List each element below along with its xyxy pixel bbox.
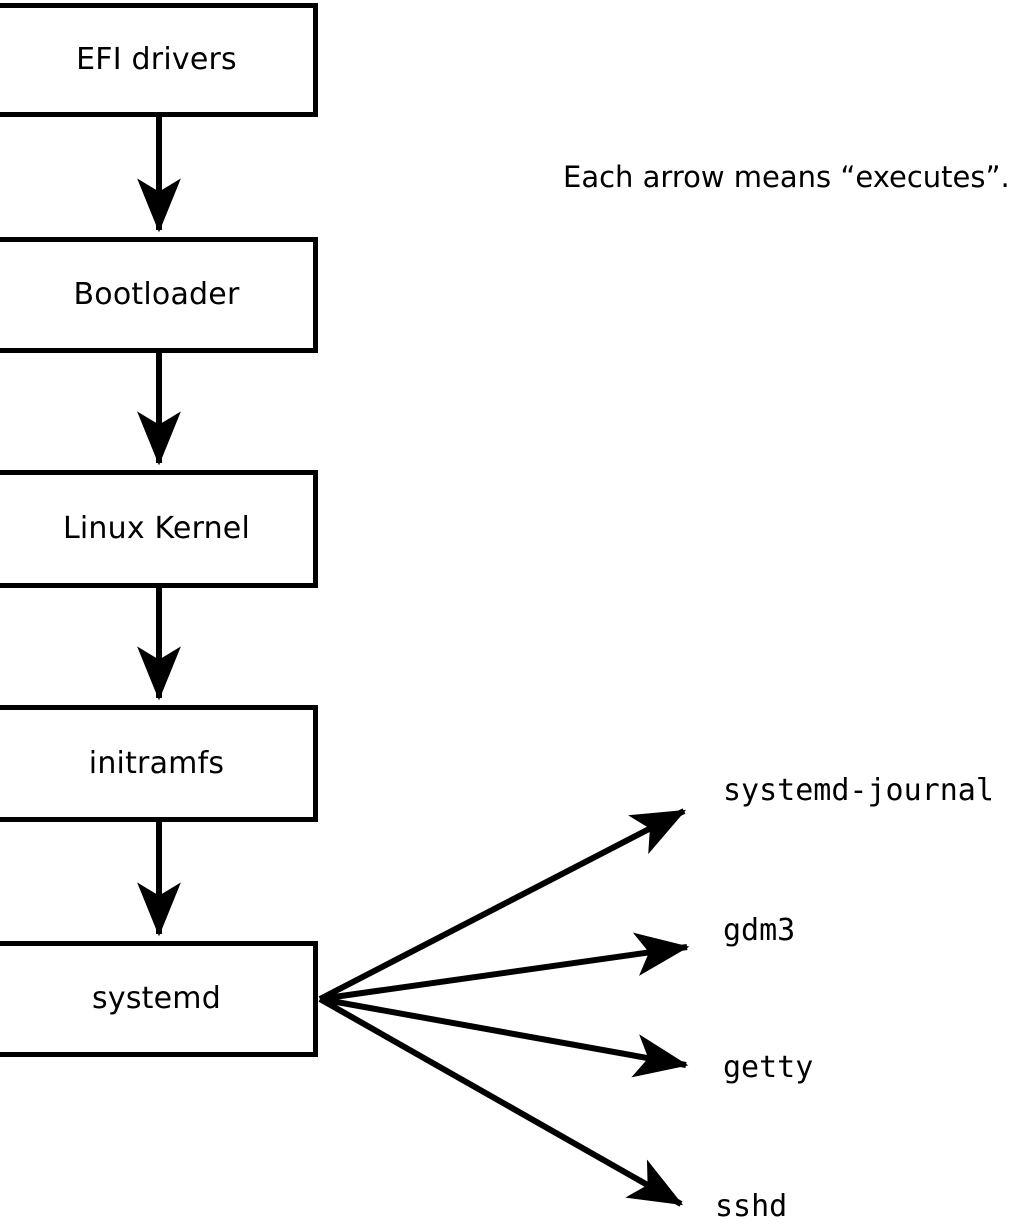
fanout-arrow-getty bbox=[319, 996, 689, 1078]
fanout-arrow-sshd bbox=[318, 996, 684, 1207]
node-efi-drivers[interactable]: EFI drivers bbox=[0, 3, 318, 117]
node-label-systemd: systemd bbox=[92, 981, 221, 1016]
service-label-getty[interactable]: getty bbox=[723, 1050, 814, 1085]
node-bootloader[interactable]: Bootloader bbox=[0, 237, 318, 353]
node-linux-kernel[interactable]: Linux Kernel bbox=[0, 470, 318, 588]
node-label-bootloader: Bootloader bbox=[73, 277, 240, 312]
legend-note: Each arrow means “executes”. bbox=[563, 160, 1010, 194]
node-label-linux-kernel: Linux Kernel bbox=[62, 511, 250, 546]
node-initramfs[interactable]: initramfs bbox=[0, 705, 318, 822]
node-systemd[interactable]: systemd bbox=[0, 941, 318, 1057]
node-label-initramfs: initramfs bbox=[88, 745, 225, 781]
fanout-arrow-gdm3 bbox=[319, 932, 690, 1002]
node-label-efi-drivers: EFI drivers bbox=[76, 42, 237, 77]
service-label-systemd-journal[interactable]: systemd-journal bbox=[723, 773, 994, 808]
fanout-arrow-systemd-journal bbox=[318, 808, 687, 1002]
service-label-sshd[interactable]: sshd bbox=[715, 1189, 788, 1224]
service-label-gdm3[interactable]: gdm3 bbox=[723, 913, 796, 948]
